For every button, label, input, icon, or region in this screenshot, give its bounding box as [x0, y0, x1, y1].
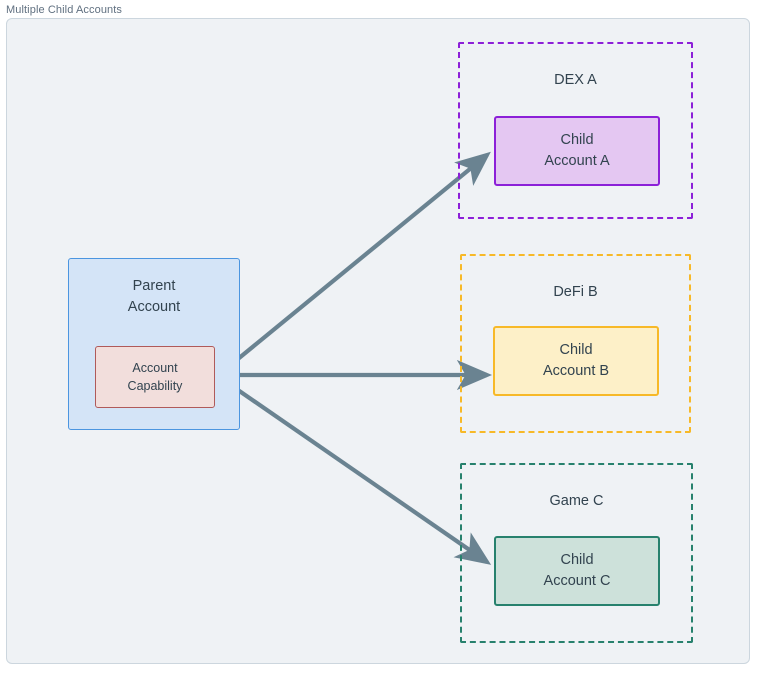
account-capability-node[interactable]: Account Capability: [95, 346, 215, 408]
child-account-a-label-line1: Child: [560, 132, 594, 148]
child-account-b-label-line1: Child: [559, 342, 593, 358]
parent-account-node[interactable]: Parent Account Account Capability: [68, 258, 240, 430]
child-account-c-label-line2: Account C: [543, 573, 611, 589]
child-account-c-label-line1: Child: [560, 552, 594, 568]
child-account-b-node[interactable]: Child Account B: [493, 326, 659, 396]
group-game-c: Game C: [460, 463, 693, 643]
group-defi-b-label: DeFi B: [553, 284, 598, 300]
group-dex-a: DEX A: [458, 42, 693, 219]
parent-account-label-line1: Parent: [132, 278, 176, 294]
child-account-b-label-line2: Account B: [542, 363, 610, 379]
parent-account-label-line2: Account: [127, 299, 181, 315]
diagram-title: Multiple Child Accounts: [6, 4, 123, 16]
child-account-a-node[interactable]: Child Account A: [494, 116, 660, 186]
account-capability-label-line2: Capability: [127, 379, 183, 393]
group-dex-a-label: DEX A: [554, 72, 597, 88]
account-capability-label-line1: Account: [132, 361, 178, 375]
child-account-c-node[interactable]: Child Account C: [494, 536, 660, 606]
child-account-a-label-line2: Account A: [544, 153, 610, 169]
group-defi-b: DeFi B: [460, 254, 691, 433]
group-game-c-label: Game C: [549, 493, 604, 509]
